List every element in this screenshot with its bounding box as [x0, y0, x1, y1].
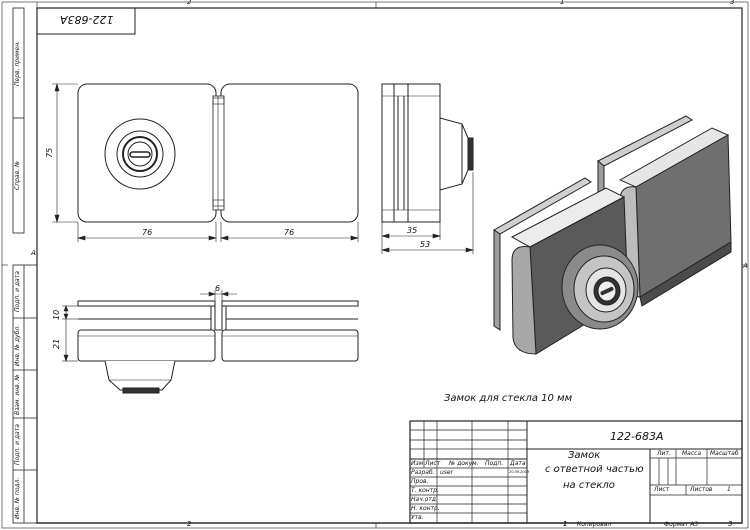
drawing-caption: Замок для стекла 10 мм [444, 393, 573, 404]
col-header-sign: Подп. [485, 460, 504, 467]
col-header-date: Дата [510, 460, 526, 467]
lock-cylinder [122, 136, 158, 172]
grid-top-1: 1 [560, 0, 565, 6]
side-label-repl-inv: Взам. инв. № [14, 374, 21, 415]
grid-top-3: 3 [730, 0, 735, 6]
dim-side-depth: 35 [407, 226, 418, 235]
copied-label: Копировал [577, 521, 612, 528]
row-tech-control: Т. контр. [411, 487, 439, 494]
dim-plate: 10 [52, 309, 61, 320]
key-slot [129, 151, 151, 158]
row-norm-control: Н. контр. [411, 505, 440, 512]
title-name-line1: Замок [568, 450, 601, 461]
top-view [77, 300, 359, 394]
side-cylinder-tip [467, 137, 474, 171]
dim-height: 75 [45, 147, 54, 158]
stamp-box [36, 7, 136, 35]
dim-side-total: 53 [420, 240, 431, 249]
lock-cone-outer [104, 118, 176, 190]
top-body-right [221, 329, 359, 362]
dim-width-left: 76 [142, 228, 153, 237]
row-developer: Разраб. [411, 469, 435, 476]
glass-gap [210, 306, 227, 333]
stamp-code: 122-683А [60, 13, 114, 26]
developer-name: user [440, 469, 454, 476]
side-label-orig-inv: Инв. № подл. [14, 477, 21, 519]
isometric-view [493, 115, 732, 355]
title-name-line3: на стекло [563, 480, 615, 491]
row-dept-head: Нач.отд. [411, 496, 438, 503]
top-plate-left [77, 300, 216, 307]
row-approved: Утв. [411, 514, 424, 521]
row-checked: Пров. [411, 478, 429, 485]
mass-label: Масса [682, 450, 702, 457]
grid-left-a: А [31, 249, 36, 257]
sheets-count: 1 [727, 486, 731, 493]
right-plate [220, 83, 359, 223]
side-dimensions [380, 172, 475, 254]
sheets-label: Листов [690, 486, 713, 493]
top-cylinder-tip [122, 387, 160, 394]
col-header-change: Изм [411, 460, 424, 467]
col-header-sheet: Лист [425, 460, 441, 467]
hinge [212, 95, 225, 211]
top-plate-right [221, 300, 359, 307]
title-block [409, 420, 743, 524]
sheet-label: Лист [654, 486, 670, 493]
col-header-doc: № докум. [449, 460, 479, 467]
side-strip-bottom [12, 264, 38, 524]
grid-bottom-3: 3 [728, 520, 733, 528]
title-code: 122-683А [610, 430, 664, 443]
side-label-first-use: Перв. примен. [14, 40, 21, 86]
grid-top-2: 2 [187, 0, 192, 6]
dim-body: 21 [52, 338, 61, 349]
scale-label: Масштаб [710, 450, 739, 457]
side-plate [381, 83, 441, 223]
grid-bottom-1: 1 [563, 520, 568, 528]
side-cone [439, 117, 469, 191]
title-name-line2: с ответной частью [545, 464, 644, 475]
bottom-sheet-number: 1 [563, 521, 567, 528]
side-label-dup-inv: Инв. № дубл. [14, 324, 21, 366]
top-dimensions [62, 290, 237, 362]
side-strip-top [12, 7, 25, 234]
iso-key-slot [600, 286, 614, 296]
dim-gap: 6 [215, 284, 221, 293]
top-body-left [77, 329, 216, 362]
side-label-sign-date-2: Подп. и дата [14, 424, 21, 465]
format-label: Формат А3 [664, 521, 699, 528]
side-label-reference: Справ. № [14, 160, 21, 190]
top-cone [104, 360, 176, 391]
grid-right-a: А [743, 262, 748, 270]
developer-date: 20.09.2019 [509, 470, 530, 474]
dim-width-right: 76 [284, 228, 295, 237]
grid-bottom-2: 2 [187, 520, 192, 528]
side-label-sign-date-1: Подп. и дата [14, 271, 21, 312]
lit-label: Лит. [657, 450, 671, 457]
left-plate [77, 83, 217, 223]
side-view [381, 83, 474, 223]
front-view [77, 83, 359, 223]
front-dimensions [52, 82, 360, 242]
